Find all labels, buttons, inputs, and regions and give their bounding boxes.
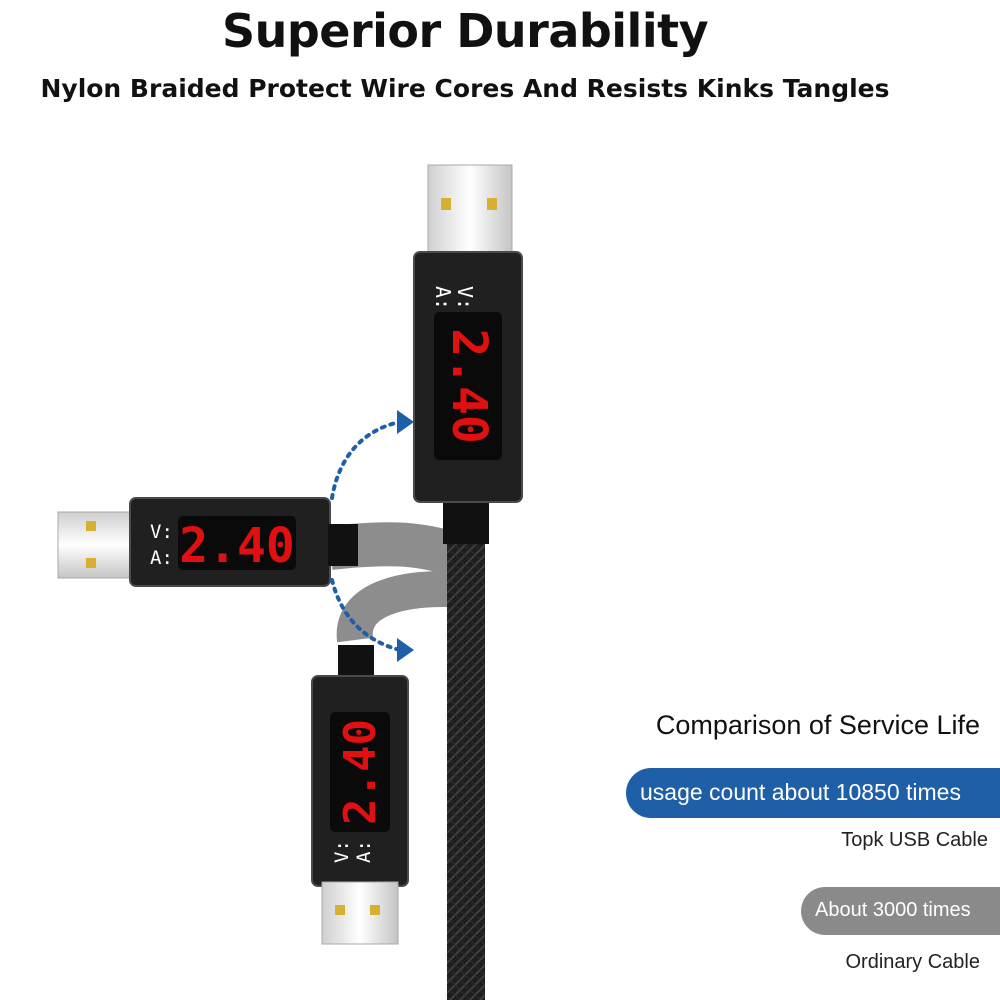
lcd-screen-lower (330, 712, 390, 832)
svg-text:2.40: 2.40 (441, 328, 497, 444)
braided-cable (447, 528, 485, 1000)
page-title: Superior Durability (221, 4, 709, 58)
va-labels-top: V: A: (431, 286, 477, 310)
topk-usage-text: usage count about 10850 times (640, 779, 961, 805)
v-label-middle: V: (150, 521, 173, 543)
svg-text:V:: V: (331, 840, 353, 863)
va-labels-lower: V: A: (331, 840, 375, 863)
svg-text:A:: A: (431, 286, 455, 310)
svg-text:V:: V: (453, 286, 477, 310)
lcd-screen-top (434, 312, 502, 460)
lcd-screen-middle (178, 516, 296, 570)
arrowhead-upper (397, 410, 414, 434)
ordinary-cable-label: Ordinary Cable (845, 951, 980, 973)
lcd-reading-top: 2.40 (441, 328, 497, 444)
page-subtitle: Nylon Braided Protect Wire Cores And Res… (40, 74, 890, 103)
a-label-middle: A: (150, 547, 173, 569)
ordinary-usage-text: About 3000 times (815, 899, 971, 921)
topk-cable-label: Topk USB Cable (841, 829, 988, 851)
lcd-reading-middle: 2.40 (179, 518, 295, 574)
ordinary-usage-bar: About 3000 times (801, 887, 1000, 935)
usb-a-plug-icon (427, 164, 513, 256)
svg-text:2.40: 2.40 (335, 719, 386, 825)
arrowhead-lower (397, 638, 414, 662)
topk-usage-bar: usage count about 10850 times (626, 768, 1000, 818)
strain-relief-main (443, 500, 489, 544)
svg-text:A:: A: (353, 840, 375, 863)
strain-relief-middle (328, 524, 358, 566)
usb-a-plug-icon (57, 511, 135, 579)
comparison-title: Comparison of Service Life (655, 710, 980, 740)
lcd-reading-lower: 2.40 (335, 719, 386, 825)
usb-a-plug-icon (321, 881, 399, 945)
bend-arrow-icon (330, 578, 402, 652)
bend-arrow-icon (330, 420, 402, 500)
